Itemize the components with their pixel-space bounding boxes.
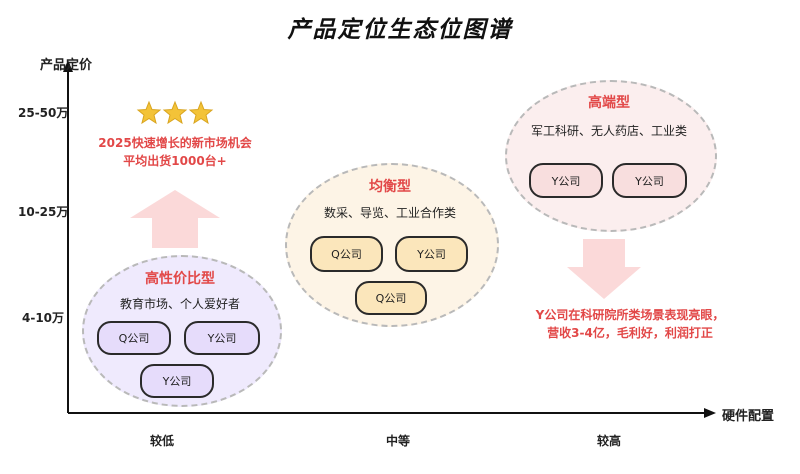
x-axis-arrow-icon xyxy=(704,408,716,418)
star-rating xyxy=(136,100,214,125)
balanced-group-title: 均衡型 xyxy=(369,179,411,195)
company-pill: Y公司 xyxy=(140,364,214,398)
y-tick-1: 25-50万 xyxy=(18,106,69,120)
growth-note-line-1: 2025快速增长的新市场机会 xyxy=(98,136,252,150)
star-icon xyxy=(136,100,162,125)
high-group-bubble xyxy=(505,80,717,232)
y-axis-arrow-icon xyxy=(63,60,73,72)
x-tick-3: 较高 xyxy=(597,434,622,448)
y-tick-3: 4-10万 xyxy=(22,311,65,325)
company-pill: Q公司 xyxy=(97,321,171,355)
company-pill: Q公司 xyxy=(310,236,383,272)
high-group-title: 高端型 xyxy=(588,95,630,111)
company-pill: Y公司 xyxy=(529,163,603,198)
page-title: 产品定位生态位图谱 xyxy=(287,17,513,43)
company-pill: Y公司 xyxy=(395,236,468,272)
growth-note: 2025快速增长的新市场机会 平均出货1000台+ xyxy=(60,134,290,170)
cost-group-title: 高性价比型 xyxy=(145,271,215,287)
company-pill: Y公司 xyxy=(612,163,687,198)
x-tick-1: 较低 xyxy=(150,434,175,448)
company-pill: Q公司 xyxy=(355,281,427,315)
balanced-group-desc: 数采、导览、工业合作类 xyxy=(323,206,456,220)
up-arrow-icon xyxy=(130,190,220,248)
result-note: Y公司在科研院所类场景表现亮眼， 营收3-4亿，毛利好，利润打正 xyxy=(500,306,760,342)
x-tick-2: 中等 xyxy=(386,434,411,448)
cost-group-desc: 教育市场、个人爱好者 xyxy=(119,297,240,311)
high-group-desc: 军工科研、无人药店、工业类 xyxy=(530,124,687,138)
y-axis-label: 产品定价 xyxy=(40,58,93,73)
x-axis-label: 硬件配置 xyxy=(722,409,775,424)
star-icon xyxy=(162,100,188,125)
y-tick-2: 10-25万 xyxy=(18,205,69,219)
growth-note-line-2: 平均出货1000台+ xyxy=(123,154,227,168)
result-note-line-2: 营收3-4亿，毛利好，利润打正 xyxy=(547,326,713,340)
result-note-line-1: Y公司在科研院所类场景表现亮眼， xyxy=(535,308,725,322)
star-icon xyxy=(188,100,214,125)
company-pill: Y公司 xyxy=(184,321,260,355)
down-arrow-icon xyxy=(567,239,641,299)
